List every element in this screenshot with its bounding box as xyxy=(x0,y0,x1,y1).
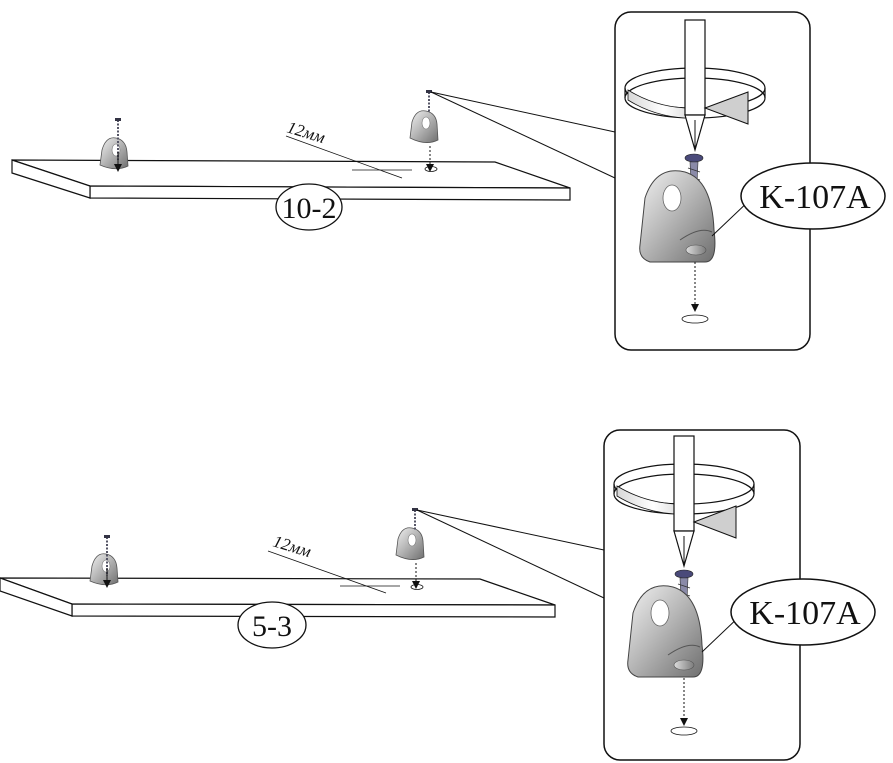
shelf-support-bracket xyxy=(409,110,439,143)
fitting-code-oval xyxy=(740,162,886,230)
shelf-support-bracket xyxy=(89,553,119,586)
screw-icon xyxy=(412,508,418,530)
screwdriver-icon xyxy=(684,19,749,153)
fitting-code-oval xyxy=(730,578,876,646)
fitting-code: K-107A xyxy=(749,595,861,632)
hole-mark xyxy=(681,314,709,324)
part-label: 10-2 xyxy=(282,192,337,225)
part-label-oval xyxy=(275,183,343,231)
callout-lines xyxy=(430,91,616,179)
dimension-line xyxy=(285,135,412,179)
callout-lines xyxy=(416,509,605,599)
part-label: 5-3 xyxy=(252,610,292,643)
detail-box xyxy=(614,11,811,351)
fitting-code: K-107A xyxy=(759,179,871,216)
screw-icon xyxy=(426,90,432,112)
detail-box xyxy=(603,429,801,761)
shelf-support-bracket xyxy=(639,170,716,263)
screwdriver-icon xyxy=(673,435,737,569)
step-1: 12мм 10-2 xyxy=(11,11,886,351)
hole-mark xyxy=(410,584,424,590)
shelf-support-bracket xyxy=(395,527,425,560)
hole-mark xyxy=(424,166,438,172)
shelf-support-bracket xyxy=(99,137,129,170)
step-2: 12мм 5-3 xyxy=(0,429,876,761)
dimension-line xyxy=(267,550,400,594)
hole-mark xyxy=(670,726,698,736)
shelf-support-bracket xyxy=(627,585,704,678)
hole-offset-label: 12мм xyxy=(285,118,328,148)
part-label-oval xyxy=(237,601,307,649)
hole-offset-label: 12мм xyxy=(271,532,314,562)
